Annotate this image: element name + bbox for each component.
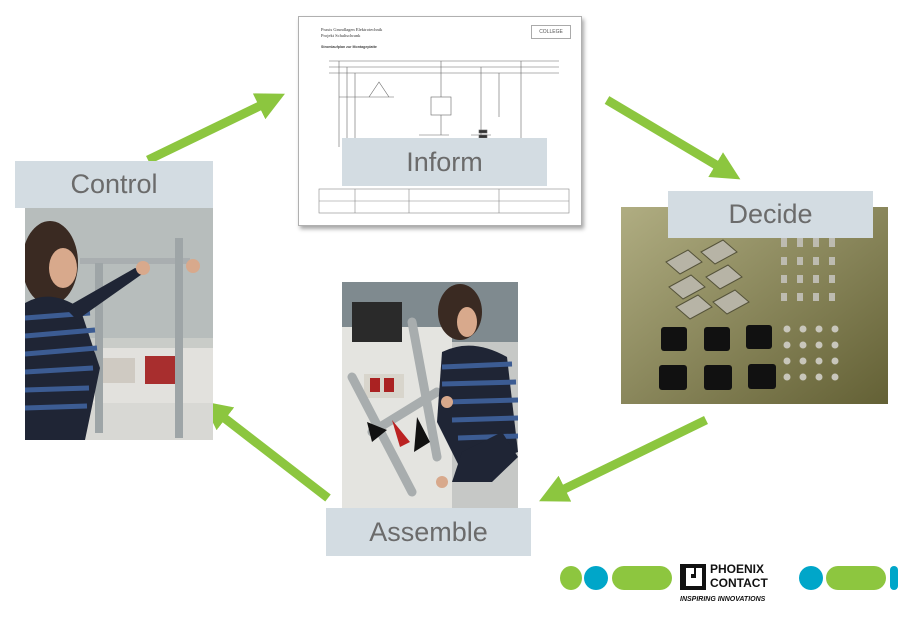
step-label-assemble: Assemble — [326, 508, 531, 556]
photo-assemble — [342, 282, 518, 508]
brand-name-line2: CONTACT — [710, 576, 768, 590]
student-assembling-image — [342, 282, 518, 508]
arrow-control-to-inform — [146, 93, 285, 165]
document-title: Praxis Grundlagen Elektrotechnik Projekt… — [321, 27, 383, 38]
phoenix-contact-logo: PHOENIX CONTACT INSPIRING INNOVATIONS — [560, 556, 898, 612]
photo-control — [25, 208, 213, 440]
step-label-control: Control — [15, 161, 213, 208]
student-testing-frame-image — [25, 208, 213, 440]
parts-layout-image — [621, 207, 888, 404]
brand-tagline: INSPIRING INNOVATIONS — [680, 596, 766, 603]
arrow-assemble-to-control — [202, 401, 331, 502]
document-subheading: Stromlaufplan zur Montageplatte — [321, 45, 377, 49]
arrow-inform-to-decide — [604, 96, 741, 180]
brand-name-line1: PHOENIX — [710, 562, 765, 576]
schematic-drawing — [318, 60, 570, 214]
arrow-decide-to-assemble — [539, 415, 708, 502]
brand-logo-graphic — [560, 564, 898, 590]
photo-decide — [621, 207, 888, 404]
circuit-diagram-document: Praxis Grundlagen Elektrotechnik Projekt… — [298, 16, 582, 226]
step-label-inform: Inform — [342, 138, 547, 186]
step-label-decide: Decide — [668, 191, 873, 238]
document-logo: COLLEGE — [531, 25, 571, 39]
